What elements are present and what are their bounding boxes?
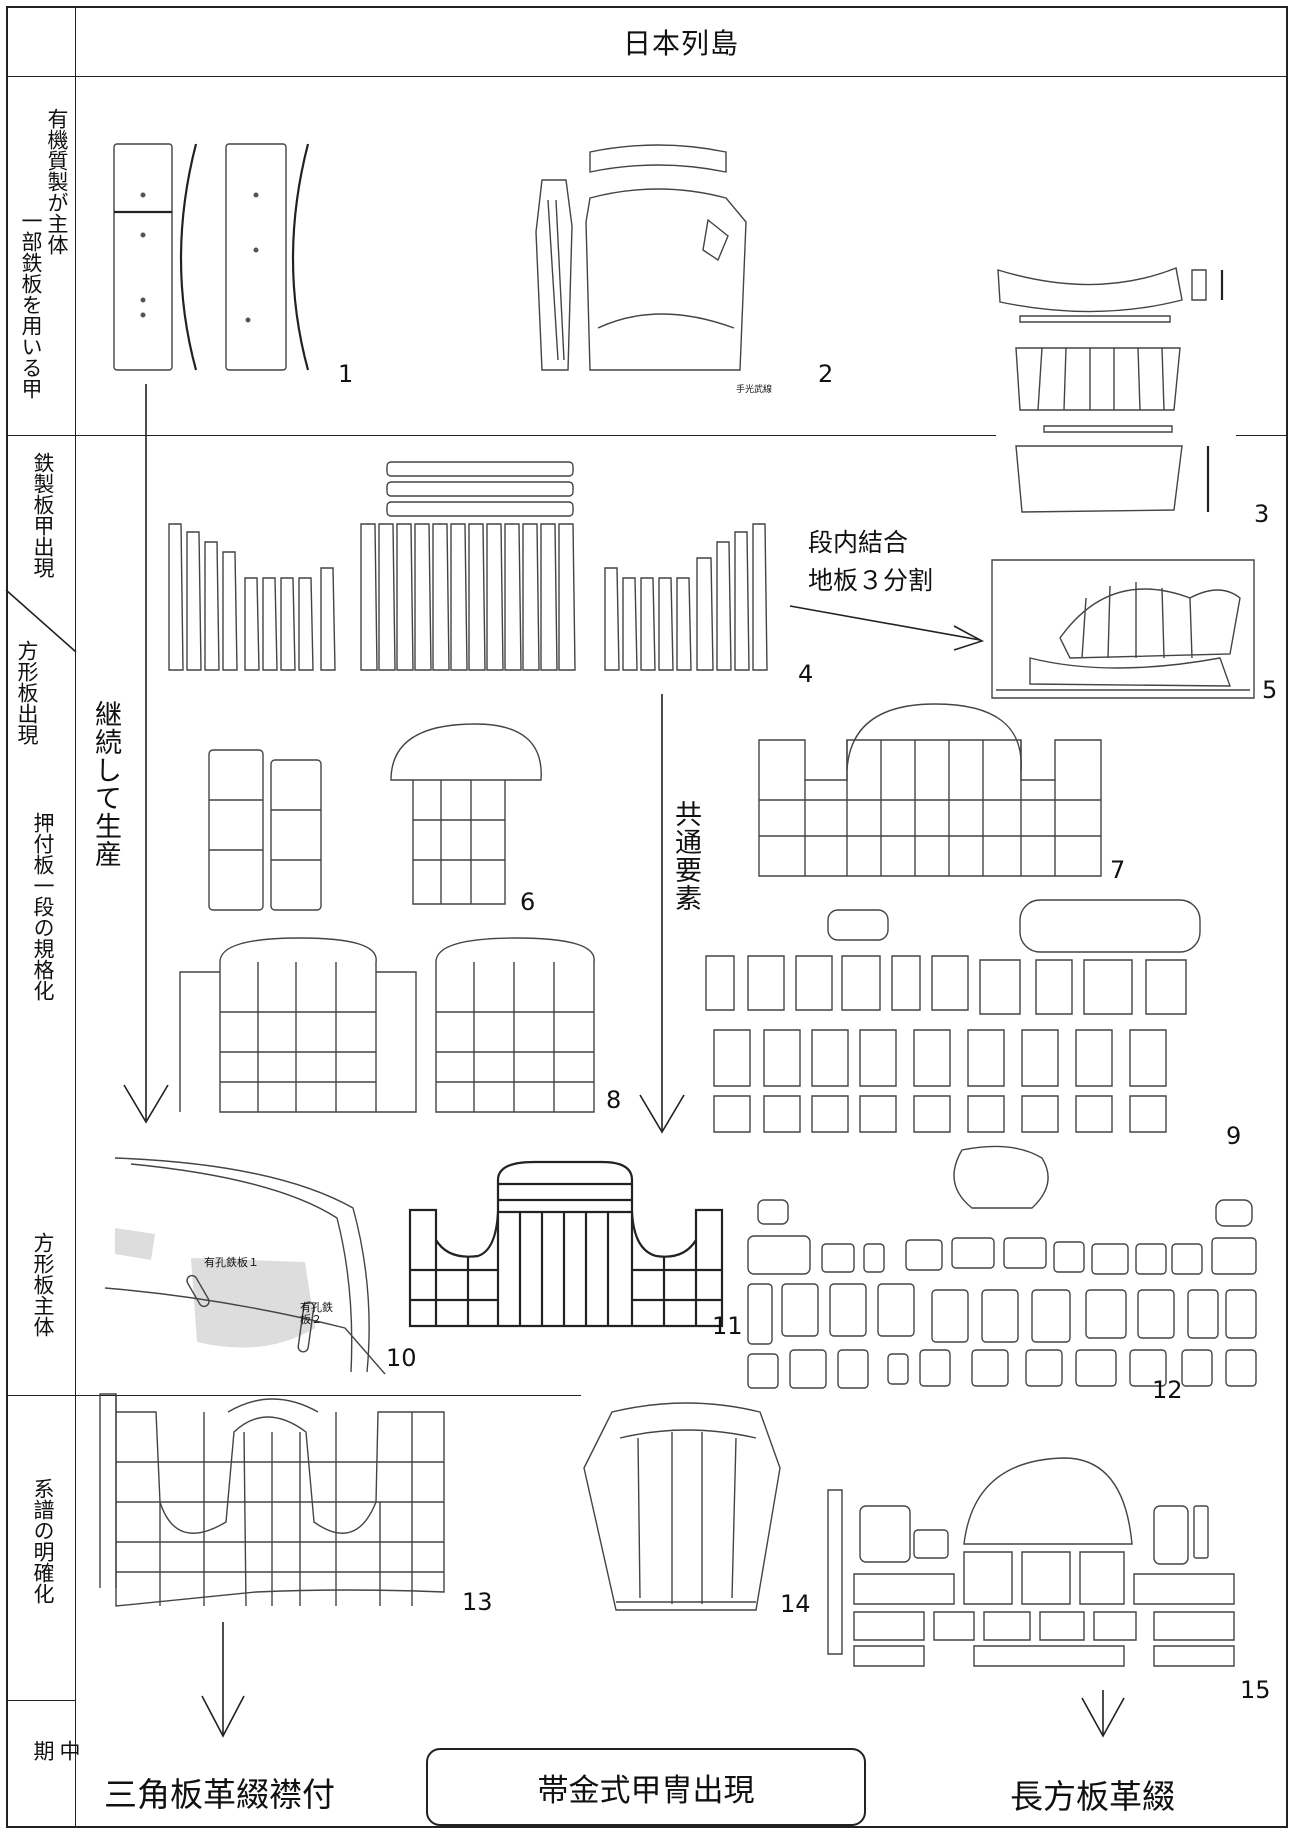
figure-2-drawing xyxy=(528,140,788,380)
figure-number-12: 12 xyxy=(1152,1376,1183,1404)
figure-6-drawing xyxy=(205,720,545,916)
figure-number-1: 1 xyxy=(338,360,353,388)
figure-number-3: 3 xyxy=(1254,500,1269,528)
right-outcome-arrow xyxy=(1078,1688,1128,1740)
figure-7-drawing xyxy=(755,700,1105,880)
figure-12-drawing xyxy=(742,1144,1262,1390)
common-elements-label: 共通要素 xyxy=(666,800,705,912)
figure-14-drawing xyxy=(580,1398,792,1616)
outcome-obigane-box: 帯金式甲冑出現 xyxy=(426,1748,866,1826)
common-elements-arrow xyxy=(636,690,696,1140)
continued-production-label: 継続して生産 xyxy=(86,700,125,868)
joint-label-line-2: 地板３分割 xyxy=(808,562,933,600)
figure-number-15: 15 xyxy=(1240,1676,1271,1704)
figure-9-drawing xyxy=(700,900,1220,1140)
figure-number-7: 7 xyxy=(1110,856,1125,884)
period-label-iron-plate: 鉄製板甲出現 xyxy=(30,452,56,578)
joint-label-line-1: 段内結合 xyxy=(808,524,908,562)
period-label-genealogy: 系譜の明確化 xyxy=(30,1478,56,1604)
figure-number-5: 5 xyxy=(1262,676,1277,704)
figure-5-drawing xyxy=(990,558,1260,702)
row-divider-1b xyxy=(1236,435,1288,436)
figure-15-drawing xyxy=(824,1454,1264,1672)
figure-number-8: 8 xyxy=(606,1086,621,1114)
figure-10-label-plate-1: 有孔鉄板１ xyxy=(204,1254,259,1270)
outcome-rectangular-plate: 長方板革綴 xyxy=(1010,1770,1175,1818)
period-label-square-main: 方形板主体 xyxy=(30,1232,56,1337)
left-outcome-arrow xyxy=(198,1620,248,1740)
figure-number-11: 11 xyxy=(712,1312,743,1340)
figure-2-caption: 手光武線 xyxy=(736,382,772,395)
figure-number-2: 2 xyxy=(818,360,833,388)
period-label-standardized: 押付板一段の規格化 xyxy=(30,812,56,1001)
column-divider xyxy=(75,6,76,1828)
figure-number-14: 14 xyxy=(780,1590,811,1618)
figure-8-drawing xyxy=(180,932,610,1118)
figure-11-drawing xyxy=(408,1160,726,1330)
continued-production-arrow xyxy=(120,380,180,1130)
period-label-partial-iron: 一部鉄板を用いる甲 xyxy=(18,210,44,399)
header-divider xyxy=(6,76,1288,77)
joint-arrow xyxy=(788,604,988,654)
figure-3-drawing xyxy=(986,250,1236,520)
period-label-square-plate: 方形板出現 xyxy=(14,640,40,745)
figure-13-drawing xyxy=(96,1392,458,1618)
period-label-organic: 有機質製が主体 xyxy=(44,108,70,255)
figure-1-drawing xyxy=(108,140,338,380)
row-divider-4 xyxy=(6,1700,76,1701)
figure-10-label-plate-2: 有孔鉄板２ xyxy=(300,1302,334,1326)
figure-number-6: 6 xyxy=(520,888,535,916)
figure-4-drawing xyxy=(165,458,795,680)
figure-number-13: 13 xyxy=(462,1588,493,1616)
outcome-triangular-plate: 三角板革綴襟付 xyxy=(104,1768,335,1816)
period-label-middle: 中期 xyxy=(30,1740,82,1836)
page-title: 日本列島 xyxy=(76,8,1286,76)
figure-number-4: 4 xyxy=(798,660,813,688)
figure-number-10: 10 xyxy=(386,1344,417,1372)
